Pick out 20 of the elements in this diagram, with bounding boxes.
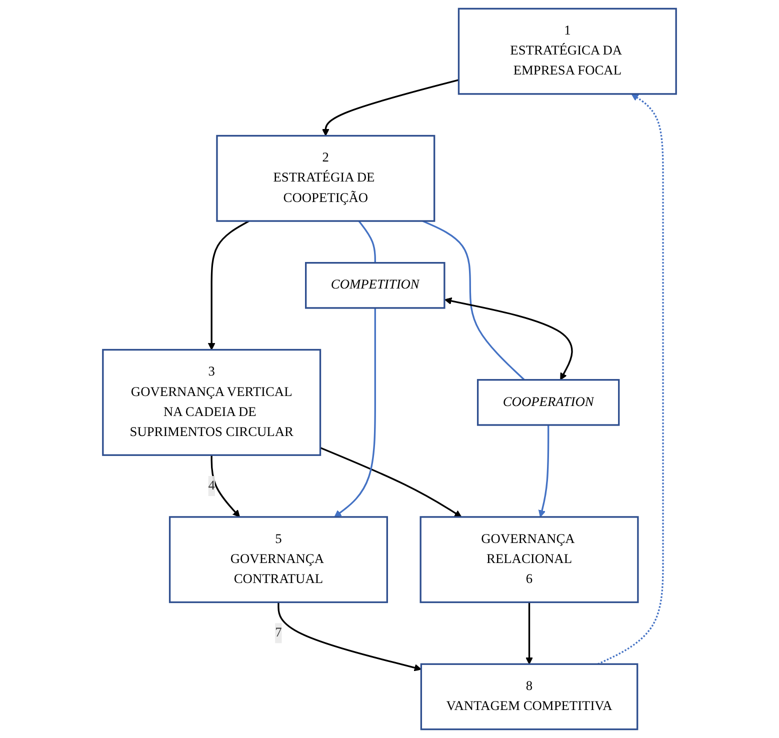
- arrow: [526, 602, 533, 664]
- node-box: 2 ESTRATÉGIA DE COOPETIÇÃO: [216, 134, 436, 222]
- connector: [358, 220, 376, 263]
- arrow: [208, 220, 250, 350]
- node-box: 1 ESTRATÉGICA DA EMPRESA FOCAL: [458, 8, 677, 95]
- arrow: [210, 455, 240, 518]
- connector: [422, 220, 525, 380]
- arrow: [278, 602, 422, 672]
- node-box: 8 VANTAGEM COMPETITIVA: [420, 663, 638, 730]
- edge-label: 7: [275, 626, 282, 640]
- node-box: 3 GOVERNANÇA VERTICAL NA CADEIA DE SUPRIMENTOS CIRCULAR: [102, 348, 322, 456]
- arrow: [320, 446, 462, 518]
- arrow: [538, 425, 550, 518]
- arrow: [444, 297, 573, 380]
- arrow: [322, 79, 459, 136]
- node-box: 5 GOVERNANÇA CONTRATUAL: [168, 516, 388, 604]
- node-box: GOVERNANÇA RELACIONAL 6: [420, 516, 639, 604]
- arrow: [598, 94, 664, 665]
- edge-label: 4: [208, 478, 215, 493]
- arrow: [334, 308, 376, 518]
